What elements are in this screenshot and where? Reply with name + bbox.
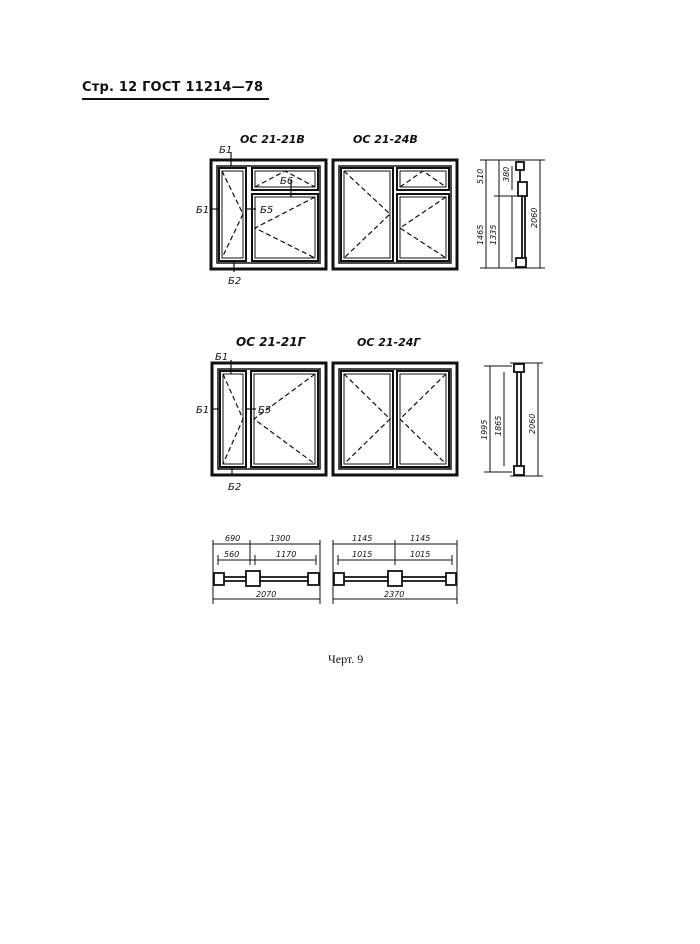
vertical-section-upper: 510 380 1465 1335 2060 [476,159,545,269]
callout-b1-left: Б1 [196,405,209,416]
window-os-21-21v: ОС 21-21В Б1 Б1 Б6 Б5 Б2 [196,133,328,287]
left-sash-glass [343,170,391,259]
dim-2060: 2060 [528,414,537,434]
dim-1145-right: 1145 [410,534,430,543]
dim-2070: 2070 [256,590,276,599]
transom-glass [399,170,447,188]
callout-leaders [211,152,292,272]
dim-1015-left: 1015 [352,550,372,559]
opening-lines [221,170,316,259]
figure-caption: Черт. 9 [328,652,364,666]
callout-b2: Б2 [228,482,241,493]
dim-1170: 1170 [276,550,296,559]
callout-b1-left: Б1 [196,205,209,216]
dimension-lines [212,540,321,604]
window-designation: ОС 21-24Г [357,336,421,349]
narrow-sash [218,167,247,262]
opening-lines [222,373,316,465]
window-os-21-24g: ОС 21-24Г [331,336,459,477]
profile-shape [515,161,528,268]
dimension-lines [480,159,545,269]
dim-380: 380 [502,167,511,182]
transom-sash [396,167,450,191]
vertical-section-lower: 1995 1865 2060 [480,362,543,477]
dim-2370: 2370 [384,590,404,599]
outer-frame [210,361,328,477]
dim-2060: 2060 [530,208,539,228]
callout-b2: Б2 [228,276,241,287]
callout-b1-top: Б1 [219,145,232,156]
left-sash [340,370,394,468]
dim-1465: 1465 [476,225,485,245]
main-sash [250,370,319,468]
dim-1145-left: 1145 [352,534,372,543]
dim-1335: 1335 [489,225,498,245]
dim-1995: 1995 [480,420,489,440]
right-sash-glass [399,196,447,259]
profile-shape [513,363,525,476]
dimension-lines [484,362,543,477]
window-designation: ОС 21-21Г [236,335,307,349]
opening-lines [343,170,447,259]
right-sash [396,370,450,468]
narrow-sash-glass [221,170,244,259]
dim-1300: 1300 [270,534,290,543]
narrow-sash [219,370,247,468]
callout-b5: Б5 [258,405,271,416]
inner-frame [216,165,321,264]
transom-sash [251,167,319,191]
dimension-lines [332,540,458,604]
horizontal-section-left: 690 1300 560 1170 2070 [212,534,321,604]
left-sash [340,167,394,262]
dim-510: 510 [476,169,485,184]
dim-1865: 1865 [494,416,503,436]
window-os-21-24v: ОС 21-24В [331,133,459,271]
dim-560: 560 [224,550,239,559]
window-designation: ОС 21-21В [240,133,305,146]
main-sash [251,193,319,262]
inner-frame [338,368,452,470]
left-sash-glass [343,373,391,465]
callout-b6: Б6 [280,176,293,187]
profile-shape [213,570,320,587]
right-sash-glass [399,373,447,465]
narrow-sash-glass [222,373,244,465]
window-designation: ОС 21-24В [353,133,418,146]
outer-frame [209,158,328,271]
opening-lines [343,373,447,465]
outer-frame [331,361,459,477]
horizontal-section-right: 1145 1145 1015 1015 2370 [332,534,458,604]
right-sash [396,193,450,262]
outer-frame [331,158,459,271]
window-os-21-21g: ОС 21-21Г Б1 Б1 Б5 Б2 [196,335,328,493]
header-underline [82,98,270,100]
profile-shape [333,570,457,587]
inner-frame [217,368,321,470]
main-sash-glass [253,373,316,465]
callout-b1-top: Б1 [215,352,228,363]
dim-690: 690 [225,534,240,543]
inner-frame [338,165,452,264]
standard-number: ГОСТ 11214—78 [142,80,264,95]
callout-b5: Б5 [260,205,273,216]
dim-1015-right: 1015 [410,550,430,559]
page-header: Стр. 12 ГОСТ 11214—78 [82,80,270,100]
page-number: Стр. 12 [82,80,138,95]
callout-leaders [212,360,256,476]
